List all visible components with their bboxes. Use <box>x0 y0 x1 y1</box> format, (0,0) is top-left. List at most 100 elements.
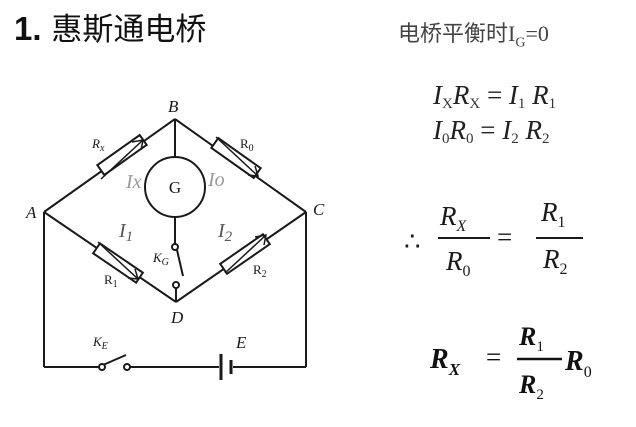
switch-e-blade <box>102 354 127 366</box>
switch-g-top-contact <box>171 243 179 251</box>
ratio-r0: R0 <box>445 246 471 280</box>
node-d-label: D <box>170 308 184 327</box>
label-r0: R0 <box>240 136 254 154</box>
current-i1-var: I <box>118 220 127 242</box>
slide-title: 1. 惠斯通电桥 <box>14 4 206 49</box>
resistor-r1-arrowhead <box>127 268 140 280</box>
resistor-r2-arrowhead <box>254 234 267 246</box>
eq2-equals: = <box>473 115 503 145</box>
eq1-i1-sub: 1 <box>517 96 526 112</box>
eq2-i0-sub: 0 <box>442 131 450 147</box>
current-i2-var: I <box>217 220 226 242</box>
eq1-ix-sub: X <box>442 96 453 112</box>
eq2-i0: I <box>433 115 442 145</box>
current-i1: I1 <box>118 220 133 245</box>
result-r0-sub: 0 <box>584 364 592 381</box>
eq1-i1: I <box>508 80 518 110</box>
result-equals: = <box>486 342 501 372</box>
label-r1: R1 <box>104 272 118 290</box>
eq2-i2: I <box>502 115 512 145</box>
current-i2-sub: 2 <box>225 229 233 245</box>
ratio-r1-sub: 1 <box>558 214 566 231</box>
ratio-r2-sub: 2 <box>560 261 568 278</box>
resistor-r0-arrow <box>215 136 259 177</box>
condition-suffix: =0 <box>525 21 549 46</box>
label-rx-sub: x <box>99 143 105 154</box>
label-kg-var: K <box>152 250 163 265</box>
switch-e-left-contact <box>98 363 106 371</box>
result-r1-sub: 1 <box>536 339 544 355</box>
resistor-rx-arrowhead <box>131 139 144 151</box>
result-r0: R0 <box>564 346 592 381</box>
ratio-r1-var: R <box>540 197 558 227</box>
result-r2-sub: 2 <box>536 387 544 403</box>
eq1-r1: R <box>525 80 549 110</box>
node-a-label: A <box>25 203 37 222</box>
title-text: 惠斯通电桥 <box>51 12 207 48</box>
result-r1-var: R <box>518 322 536 351</box>
current-i2: I2 <box>217 220 233 245</box>
result-r0-var: R <box>564 346 584 377</box>
resistor-rx-arrow <box>100 139 144 180</box>
ratio-equals: = <box>497 222 512 252</box>
eq1-equals: = <box>480 80 509 110</box>
node-c-label: C <box>313 200 325 219</box>
label-ke-sub: E <box>101 341 108 352</box>
eq1-ix: I <box>433 80 442 110</box>
eq2-r2-sub: 2 <box>541 131 550 147</box>
title-number: 1. <box>14 10 42 47</box>
eq2-r0: R <box>449 115 467 145</box>
eq2-r2: R <box>518 115 542 145</box>
equation-i0-r0: I0R0 = I2 R2 <box>433 115 549 148</box>
galvanometer-label: G <box>169 178 181 197</box>
switch-g-bottom-contact <box>172 281 180 289</box>
label-r1-sub: 1 <box>113 279 118 290</box>
label-switch-g: KG <box>152 250 169 268</box>
label-r2: R2 <box>253 262 267 280</box>
node-b-label: B <box>168 97 179 116</box>
result-rx: RX <box>429 344 461 379</box>
result-r2: R2 <box>518 370 544 403</box>
eq2-i2-sub: 2 <box>511 131 519 147</box>
label-kg-sub: G <box>162 257 169 268</box>
resistor-r2-arrow <box>224 234 267 274</box>
ratio-rx: RX <box>439 201 468 235</box>
current-i1-sub: 1 <box>126 229 134 245</box>
eq1-r1-sub: 1 <box>548 96 557 112</box>
label-r1-var: R <box>104 272 113 287</box>
ratio-r0-var: R <box>445 246 463 276</box>
condition-sub: G <box>515 35 526 51</box>
ratio-r0-sub: 0 <box>463 263 471 280</box>
balance-condition: 电桥平衡时IG=0 <box>398 16 549 51</box>
ratio-r2: R2 <box>542 244 568 278</box>
resistor-r1-arrow <box>97 241 139 280</box>
resistor-r0-arrowhead <box>247 165 260 177</box>
label-r0-sub: 0 <box>249 143 254 154</box>
label-r2-var: R <box>253 262 262 277</box>
result-rx-sub: X <box>448 360 461 379</box>
label-rx-var: R <box>91 136 100 151</box>
eq2-r0-sub: 0 <box>466 131 474 147</box>
label-r2-sub: 2 <box>262 269 267 280</box>
eq1-rx: R <box>452 80 470 110</box>
switch-g-blade <box>176 249 184 277</box>
ratio-rx-sub: X <box>456 218 468 235</box>
result-r1: R1 <box>518 322 544 355</box>
label-switch-e: KE <box>92 334 108 352</box>
switch-e-right-contact <box>123 363 131 371</box>
label-ke-var: K <box>92 334 103 349</box>
label-rx: Rx <box>91 136 105 154</box>
eq1-rx-sub: X <box>469 96 481 112</box>
ratio-rx-var: R <box>439 201 457 231</box>
result-rx-var: R <box>429 344 449 375</box>
current-ix: Ix <box>125 171 142 193</box>
therefore-symbol: ∴ <box>404 227 421 256</box>
current-i0: Io <box>207 169 225 191</box>
ratio-r2-var: R <box>542 244 560 274</box>
condition-prefix: 电桥平衡时I <box>398 21 516 46</box>
label-r0-var: R <box>240 136 249 151</box>
ratio-r1: R1 <box>540 197 566 231</box>
battery-label: E <box>235 333 247 352</box>
